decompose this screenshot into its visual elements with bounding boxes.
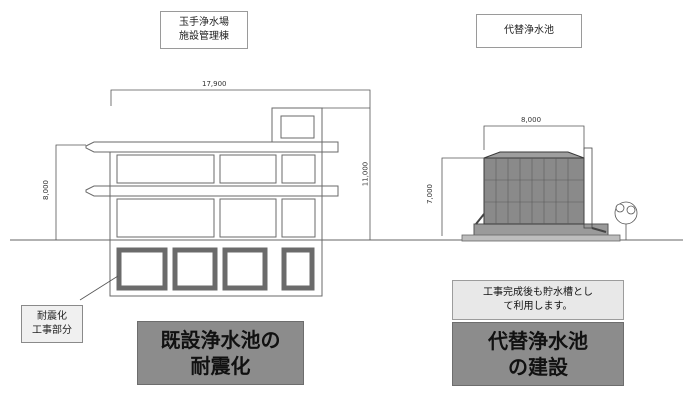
tank-pipe-left [475, 213, 485, 225]
window-upper-2 [219, 154, 277, 184]
seismic-work-note-line2: 工事部分 [32, 325, 72, 336]
tank-panels [484, 158, 584, 224]
right-dimensions [441, 125, 585, 236]
seismic-work-note-line1: 耐震化 [37, 311, 67, 322]
tank-pipe-right [591, 227, 607, 233]
penthouse-window [280, 115, 315, 139]
left-caption: 既設浄水池の 耐震化 [137, 321, 304, 385]
dim-width-line [110, 89, 371, 240]
tank-base [461, 234, 621, 242]
dim-height-left-line [55, 144, 86, 240]
basement-reservoir [116, 247, 315, 291]
tank-ladder [583, 147, 593, 229]
reservoir-cell-1 [116, 247, 168, 291]
right-caption-line1: 代替浄水池 [488, 329, 588, 353]
tank-roof [483, 151, 585, 159]
left-caption-line1: 既設浄水池の [160, 328, 281, 352]
dim-height-right-label: 11,000 [361, 161, 370, 187]
dim-tank-width-line [483, 125, 585, 150]
window-upper-1 [116, 154, 215, 184]
window-lower-1 [116, 198, 215, 238]
left-building-label-line2: 施設管理棟 [179, 31, 229, 42]
left-caption-line2: 耐震化 [190, 354, 251, 378]
reservoir-cell-2 [172, 247, 218, 291]
right-tank-label: 代替浄水池 [476, 14, 582, 48]
left-dimensions [55, 89, 371, 240]
left-building-label: 玉手浄水場 施設管理棟 [160, 11, 248, 49]
right-caption-line2: の建設 [508, 355, 568, 379]
dim-tank-height-label: 7,000 [426, 183, 435, 205]
reservoir-cell-4 [281, 247, 315, 291]
note-leader [79, 275, 119, 301]
dim-height-left-label: 8,000 [42, 179, 51, 201]
left-building [85, 107, 339, 297]
reservoir-cell-3 [222, 247, 268, 291]
window-lower-3 [281, 198, 316, 238]
tank-body [483, 157, 585, 225]
dim-tank-height-line [441, 157, 484, 236]
dim-tank-width-label: 8,000 [521, 116, 542, 124]
tank-info-line1: 工事完成後も貯水槽とし [483, 287, 593, 298]
tank-info-line2: て利用します。 [503, 301, 573, 312]
right-tank-label-text: 代替浄水池 [504, 25, 554, 36]
dim-width-label: 17,900 [202, 80, 227, 88]
tree-icon [614, 201, 638, 240]
left-building-label-line1: 玉手浄水場 [179, 17, 229, 28]
right-caption: 代替浄水池 の建設 [452, 322, 624, 386]
window-upper-3 [281, 154, 316, 184]
replacement-tank [461, 147, 621, 242]
left-mid-slab [85, 185, 339, 197]
left-roof-slab [85, 141, 339, 153]
tank-info-box: 工事完成後も貯水槽とし て利用します。 [452, 280, 624, 320]
seismic-work-note: 耐震化 工事部分 [21, 305, 83, 343]
left-outer-wall [109, 107, 323, 297]
window-lower-2 [219, 198, 277, 238]
